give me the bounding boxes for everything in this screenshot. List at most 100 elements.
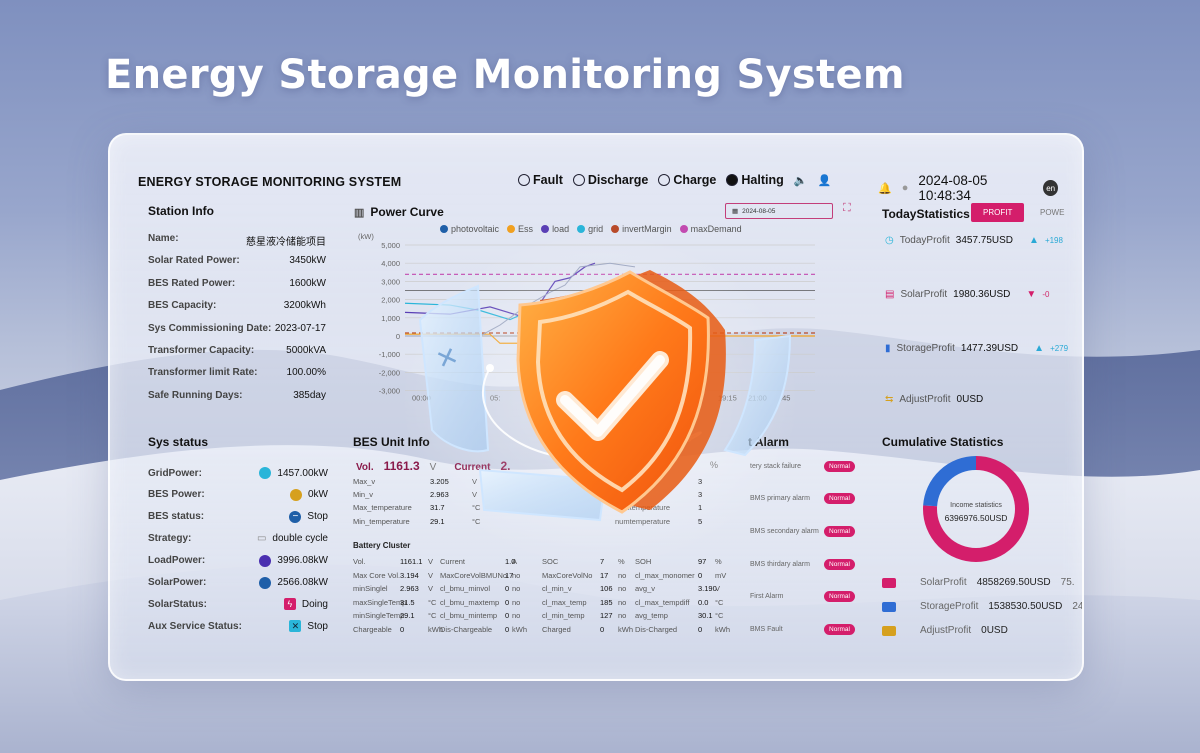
vol-value: 1161.3 xyxy=(383,459,420,473)
tab-power[interactable]: POWE xyxy=(1040,208,1065,217)
cluster-cell: V xyxy=(428,570,434,580)
cumulative-label: SolarProfit xyxy=(920,577,967,588)
cluster-cell: 0.0 xyxy=(698,597,709,607)
cluster-cell: 0 xyxy=(505,597,510,607)
bes-right-value: 3 xyxy=(698,477,703,486)
cluster-cell: no xyxy=(618,584,627,594)
cluster-cell: no xyxy=(512,611,521,621)
legend-swatch xyxy=(507,225,516,233)
cluster-cell: V xyxy=(715,584,721,594)
alarm-title: t Alarm xyxy=(748,435,789,449)
speaker-icon[interactable]: 🔈 xyxy=(793,174,808,187)
chart-legend-item[interactable]: Ess xyxy=(507,224,533,234)
cluster-cell: kWh xyxy=(715,625,730,634)
cluster-cell: 1161.1 xyxy=(400,557,423,566)
y-tick-label: 4,000 xyxy=(381,259,400,268)
station-info-row: Safe Running Days:385day xyxy=(148,390,326,401)
sys-status-value: Stop xyxy=(307,620,328,632)
tab-profit[interactable]: PROFIT xyxy=(971,203,1025,222)
user-icon[interactable]: 👤 xyxy=(817,174,832,187)
cluster-cell: cl_max_tempdiff xyxy=(635,597,690,607)
chart-legend-item[interactable]: photovoltaic xyxy=(440,224,499,234)
circle-icon xyxy=(658,174,671,186)
legend-swatch xyxy=(882,625,896,636)
cluster-cell: 0 xyxy=(505,625,510,634)
state-halting[interactable]: Halting xyxy=(726,173,784,187)
sys-status-value: double cycle xyxy=(272,532,328,544)
today-stat-change: +279 xyxy=(1050,344,1069,353)
station-info-value: 慈星液冷储能项目 xyxy=(246,237,326,248)
circle-icon xyxy=(572,174,585,186)
filled-circle-icon xyxy=(726,174,739,186)
legend-label: grid xyxy=(588,224,604,234)
state-fault[interactable]: Fault xyxy=(518,173,563,187)
station-info-key: Transformer limit Rate: xyxy=(148,367,258,379)
cumulative-value: 4858269.50USD xyxy=(976,577,1051,588)
cluster-cell: Chargeable xyxy=(353,625,392,634)
sys-status-key: SolarPower: xyxy=(148,577,207,588)
cluster-cell: 185 xyxy=(600,597,613,607)
status-badge: Normal xyxy=(824,461,855,472)
language-switch[interactable]: en xyxy=(1043,180,1058,196)
bes-key: Min_temperature xyxy=(353,516,410,526)
triangle-up-icon: ▲ xyxy=(1029,235,1039,246)
bes-unit: V xyxy=(472,477,478,486)
cluster-cell: no xyxy=(618,611,627,621)
station-info-value: 5000kVA xyxy=(286,345,326,356)
cluster-cell: °C xyxy=(715,597,724,607)
cluster-cell: Current xyxy=(440,557,466,566)
today-statistics-title: TodayStatistics xyxy=(882,207,970,221)
cluster-cell: cl_bmu_mintemp xyxy=(440,611,498,621)
chart-legend-item[interactable]: maxDemand xyxy=(679,224,742,234)
y-unit-label: (kW) xyxy=(358,233,374,241)
sys-status-value-wrap: 0kW xyxy=(290,488,328,501)
cluster-cell: 30.1 xyxy=(698,611,713,621)
sys-status-value-wrap: 3996.08kW xyxy=(259,554,328,567)
bes-value: 29.1 xyxy=(430,516,445,526)
cluster-cell: SOC xyxy=(542,557,559,566)
cluster-cell: °C xyxy=(428,611,437,621)
state-discharge[interactable]: Discharge xyxy=(572,173,648,187)
sys-status-row: SolarPower:2566.08kW xyxy=(148,576,328,589)
legend-swatch xyxy=(577,225,586,233)
donut-label: Income statistics xyxy=(950,502,1002,509)
status-dot-icon xyxy=(259,576,272,589)
cumulative-statistics-title: Cumulative Statistics xyxy=(882,435,1004,449)
chart-legend-item[interactable]: load xyxy=(541,224,569,234)
sys-status-value: Doing xyxy=(301,598,328,610)
cluster-cell: kWh xyxy=(618,625,633,634)
station-info-key: Sys Commissioning Date: xyxy=(148,322,272,334)
status-badge: Normal xyxy=(824,559,855,570)
state-charge[interactable]: Charge xyxy=(658,173,716,187)
cluster-cell: 106 xyxy=(600,584,613,594)
bes-vol-row: Vol. 1161.3 V Current 2. xyxy=(356,459,510,473)
bes-key: Max_temperature xyxy=(353,503,412,513)
cluster-cell: cl_min_temp xyxy=(542,611,585,621)
fullscreen-icon[interactable]: ⛶ xyxy=(843,202,851,214)
hero-title: Energy Storage Monitoring System xyxy=(105,52,905,98)
chart-legend-item[interactable]: grid xyxy=(577,224,603,234)
sys-status-row: LoadPower: 3996.08kW xyxy=(148,554,328,567)
sys-status-key: BES Power: xyxy=(148,489,205,501)
cluster-cell: no xyxy=(618,570,627,580)
vol-unit: V xyxy=(429,462,437,473)
sys-status-value: Stop xyxy=(307,511,328,523)
sys-status-value-wrap: 1457.00kW xyxy=(259,467,328,479)
station-info-row: BES Capacity:3200kWh xyxy=(148,300,326,311)
today-stat-label: StorageProfit xyxy=(896,343,955,354)
date-picker[interactable]: ▦ 2024-08-05 xyxy=(725,203,833,219)
chart-legend-item[interactable]: invertMargin xyxy=(611,224,672,234)
sys-status-key: SolarStatus: xyxy=(148,598,207,610)
sys-status-key: LoadPower: xyxy=(148,555,206,567)
state-legend: Fault Discharge Charge Halting 🔈 👤 xyxy=(518,173,831,187)
y-tick-label: -2,000 xyxy=(379,368,400,377)
cluster-cell: % xyxy=(715,557,722,566)
station-info-row: Name:慈星液冷储能项目 xyxy=(148,233,326,248)
bell-icon[interactable]: 🔔 xyxy=(878,182,892,195)
legend-swatch xyxy=(541,225,550,233)
